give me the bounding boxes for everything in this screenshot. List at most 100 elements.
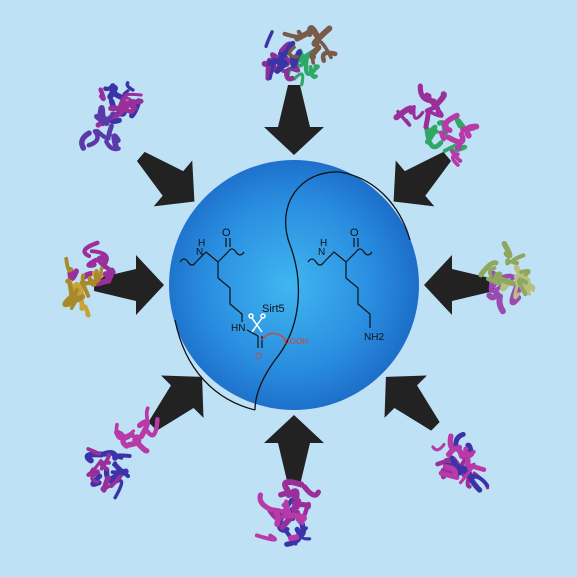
protein-ribbon [443, 464, 459, 477]
protein-ribbon [98, 87, 106, 102]
terminal-amine: NH2 [364, 332, 384, 343]
protein-ribbon [125, 81, 135, 92]
protein-ribbon [65, 278, 74, 297]
protein-ribbon [123, 92, 143, 100]
protein-cluster-bottom-left [84, 406, 160, 500]
protein-ribbon [301, 484, 321, 498]
protein-ribbon [120, 431, 135, 449]
protein-ribbon [267, 60, 278, 66]
center-label: Sirt5 [262, 303, 285, 315]
protein-ribbon [106, 123, 114, 138]
protein-ribbon [109, 474, 123, 488]
protein-ribbon [431, 442, 446, 452]
nh-h-right: H [320, 238, 327, 249]
protein-ribbon [396, 109, 412, 127]
protein-ribbon [64, 256, 74, 273]
arrow-bottom-left [148, 375, 204, 431]
protein-cluster-top [261, 25, 338, 87]
protein-ribbon [464, 462, 487, 472]
protein-ribbon [478, 260, 499, 278]
protein-ribbon [132, 437, 150, 454]
arrow-top-right [393, 151, 452, 207]
acyl-group: COOH [284, 337, 308, 346]
arrow-bottom-right [384, 375, 440, 431]
arrow-top [264, 85, 324, 155]
protein-ribbon [122, 89, 130, 96]
protein-ribbon [292, 72, 305, 87]
peptide-wave-right-2 [355, 248, 373, 256]
nh-h-left: H [198, 238, 205, 249]
protein-ribbon [277, 51, 289, 66]
protein-ribbon [287, 45, 300, 59]
peptide-wave-left-2 [227, 248, 245, 256]
protein-ribbon [465, 451, 473, 465]
carbonyl-o-left: O [222, 227, 231, 239]
protein-ribbon [424, 128, 436, 145]
protein-ribbon [320, 50, 338, 63]
protein-ribbon [288, 534, 300, 542]
protein-ribbon [464, 123, 480, 139]
arrow-left [94, 255, 164, 315]
protein-ribbon [114, 453, 132, 460]
protein-ribbon [298, 521, 306, 538]
protein-ribbon [313, 64, 320, 71]
protein-ribbon [104, 139, 121, 152]
protein-ribbon [454, 117, 467, 131]
peptide-wave-left [179, 258, 197, 266]
arrows [94, 85, 494, 485]
protein-ribbon [86, 257, 99, 268]
protein-ribbon [113, 461, 131, 479]
protein-ribbon [95, 128, 111, 141]
acyl-lysine-structure [179, 238, 263, 348]
protein-ribbon [284, 499, 291, 519]
protein-ribbon [82, 240, 100, 259]
protein-ribbon [127, 97, 138, 111]
protein-ribbon [486, 290, 500, 301]
protein-ribbon [517, 277, 529, 297]
nh-n-left: N [196, 247, 203, 258]
acyl-o: O [255, 351, 262, 361]
protein-ribbon [254, 533, 277, 542]
lower-arc [174, 319, 256, 411]
arrow-top-left [136, 151, 195, 207]
protein-ribbon [282, 479, 305, 493]
protein-ribbon [88, 459, 103, 476]
protein-cluster-bottom [254, 479, 321, 547]
protein-ribbon [264, 30, 274, 48]
protein-ribbon [412, 105, 425, 120]
protein-cluster-bottom-right [431, 431, 490, 493]
protein-ribbon [314, 39, 333, 60]
protein-ribbon [285, 488, 300, 511]
protein-cluster-top-right [393, 83, 480, 167]
protein-cluster-right [478, 240, 536, 315]
cleavage-scissors-icon [248, 313, 266, 333]
protein-ribbon [519, 269, 531, 277]
nh-n-right: N [318, 247, 325, 258]
protein-cluster-left [62, 240, 116, 318]
protein-ribbon [86, 129, 100, 148]
sirt5-sphere [169, 160, 419, 410]
protein-ribbon [284, 68, 295, 82]
protein-ribbon [468, 473, 483, 493]
protein-ribbon [438, 470, 460, 480]
protein-ribbon [438, 130, 447, 142]
protein-ribbon [104, 267, 115, 284]
protein-ribbon [86, 447, 102, 456]
protein-ribbon [81, 270, 94, 280]
arrow-right [424, 255, 494, 315]
arrow-bottom [264, 415, 324, 485]
protein-ribbon [268, 64, 275, 81]
protein-ribbon [431, 91, 447, 110]
protein-ribbon [101, 450, 118, 461]
free-lysine-structure [307, 238, 373, 328]
protein-ribbon [282, 29, 303, 39]
protein-ribbon [94, 113, 110, 126]
protein-ribbon [68, 287, 80, 303]
protein-ribbon [501, 240, 513, 259]
protein-ribbon [510, 253, 526, 266]
protein-ribbon [449, 149, 463, 163]
protein-ribbon [284, 55, 301, 73]
